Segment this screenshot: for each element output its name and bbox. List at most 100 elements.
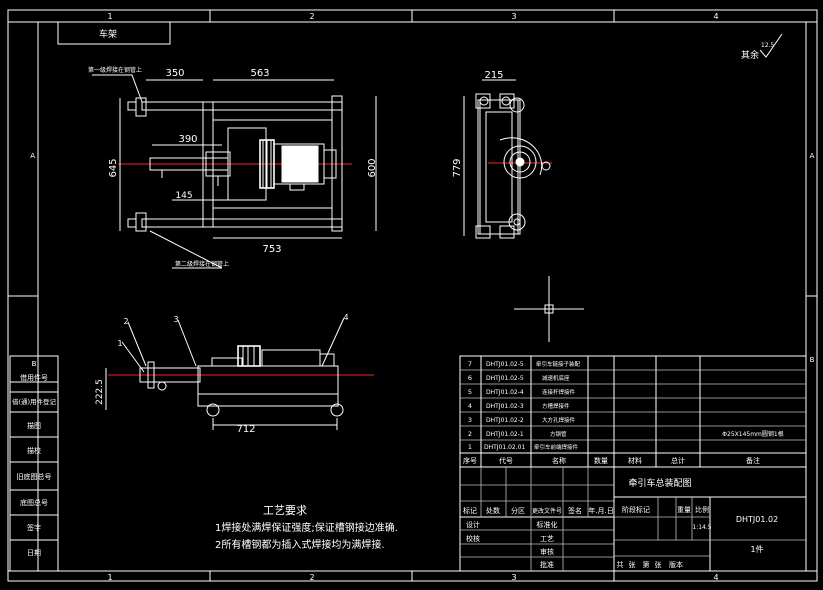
- balloon-4: 4: [343, 313, 348, 322]
- bom-header-total: 总计: [671, 456, 685, 465]
- requirement-line-2: 2所有槽钢都为插入式焊接均为满焊接.: [215, 538, 385, 551]
- col-number-4-bottom: 4: [713, 573, 718, 582]
- requirements-title: 工艺要求: [263, 504, 307, 517]
- panel-label-date: 日期: [27, 549, 41, 557]
- side-dim-215: 215: [484, 70, 503, 81]
- bom-header-material: 材料: [628, 456, 642, 465]
- bom-row-1-code: DHTJ01.02.01: [484, 444, 525, 451]
- sheet-label-sheet-1: 张: [629, 560, 636, 569]
- bottom-view: [105, 317, 374, 430]
- bom-row-1-name: 牵引车前端焊接件: [534, 443, 579, 451]
- balloon-2: 2: [123, 317, 128, 326]
- bom-row-6-no: 6: [468, 374, 472, 382]
- sign-label-design: 设计: [466, 520, 480, 529]
- title-tab-text: 车架: [99, 28, 117, 40]
- panel-label-old-base-no: 旧底图总号: [17, 472, 52, 481]
- bom-header-name: 名称: [552, 456, 566, 465]
- title-block-drawing-title: 牵引车总装配图: [628, 477, 691, 489]
- top-dim-350: 350: [165, 68, 184, 79]
- col-number-2-bottom: 2: [309, 573, 314, 582]
- col-number-4-top: 4: [713, 12, 718, 21]
- bom-row-2-name: 方钢管: [550, 430, 567, 438]
- col-number-1-top: 1: [107, 12, 112, 21]
- bottom-dim-222-5: 222.5: [95, 379, 105, 405]
- bom-row-6-code: DHTJ01.02-5: [486, 375, 524, 382]
- bom-row-5-name: 连接杆焊接件: [542, 388, 576, 396]
- balloon-1: 1: [117, 339, 122, 348]
- revision-label-change-doc: 更改文件号: [532, 507, 562, 515]
- row-letter-a-right: A: [810, 152, 815, 160]
- bom-header-qty: 数量: [594, 456, 608, 465]
- col-number-3-bottom: 3: [511, 573, 516, 582]
- sheet-label-version: 版本: [669, 560, 683, 569]
- sign-label-standard: 标准化: [537, 520, 558, 529]
- sign-label-check: 校核: [466, 534, 480, 543]
- panel-label-b: B: [32, 360, 37, 368]
- panel-label-trace-check: 描校: [27, 446, 41, 455]
- bom-row-4-code: DHTJ01.02-3: [486, 403, 524, 410]
- bom-row-2-note: Φ25X145mm圆钢1根: [722, 430, 783, 438]
- roughness-symbol: 其余 12.5: [741, 33, 783, 61]
- bom-row-3-code: DHTJ01.02-2: [486, 417, 524, 424]
- revision-label-zone: 分区: [511, 506, 525, 515]
- col-number-2-top: 2: [309, 12, 314, 21]
- bom-row-1-no: 1: [468, 443, 472, 451]
- bom-row-7-name: 牵引车链接子装配: [536, 360, 581, 368]
- top-note-first-weld: 第一级焊接在钢管上: [88, 66, 142, 74]
- sign-label-process: 工艺: [540, 535, 554, 543]
- sign-label-approve: 批准: [540, 560, 554, 569]
- bom-row-5-code: DHTJ01.02-4: [486, 389, 524, 396]
- revision-label-mark: 标记: [463, 506, 477, 515]
- top-dim-753: 753: [262, 244, 281, 255]
- bom-header-code: 代号: [499, 456, 513, 465]
- bom-row-5-no: 5: [468, 388, 472, 396]
- bom-row-3-no: 3: [468, 416, 472, 424]
- row-letter-a-left: A: [30, 152, 35, 160]
- side-dim-779: 779: [452, 158, 463, 177]
- panel-label-borrow-no: 借用件号: [20, 373, 48, 382]
- top-dim-563: 563: [250, 68, 269, 79]
- scale-value: 1:14.5: [692, 524, 711, 531]
- top-dim-645: 645: [108, 158, 119, 177]
- stage-label-weight: 重量: [677, 506, 691, 514]
- bom-row-2-no: 2: [468, 430, 472, 438]
- stage-label-scale: 比例: [695, 505, 709, 514]
- bom-row-4-no: 4: [468, 402, 472, 410]
- col-number-1-bottom: 1: [107, 573, 112, 582]
- balloon-3: 3: [173, 315, 178, 324]
- sheet-count: 1件: [750, 544, 763, 554]
- bom-row-7-code: DHTJ01.02-5: [486, 361, 524, 368]
- roughness-label: 其余: [741, 49, 759, 61]
- col-number-3-top: 3: [511, 12, 516, 21]
- side-view: [463, 79, 552, 239]
- top-dim-600: 600: [367, 158, 378, 177]
- drawing-frame: [7, 9, 818, 582]
- bom-header-no: 序号: [463, 456, 477, 465]
- title-block: [459, 466, 807, 572]
- sheet-label-total: 共: [617, 560, 624, 569]
- bom-row-3-name: 大方孔焊接件: [542, 416, 576, 424]
- bom-row-7-no: 7: [468, 360, 472, 368]
- sheet-label-no: 第: [643, 560, 650, 569]
- bottom-dim-712: 712: [236, 424, 255, 435]
- title-block-drawing-no: DHTJ01.02: [736, 515, 778, 524]
- sheet-label-sheet-2: 张: [655, 560, 662, 569]
- stage-label-mark: 阶段标记: [622, 505, 650, 514]
- panel-label-trace: 描图: [27, 421, 41, 430]
- sign-label-review: 审核: [540, 547, 554, 556]
- top-dim-145: 145: [175, 191, 192, 201]
- requirement-line-1: 1焊接处满焊保证强度;保证槽钢接边准确.: [215, 521, 398, 534]
- roughness-value: 12.5: [761, 42, 775, 49]
- panel-label-sign: 签字: [27, 523, 41, 532]
- row-letter-b-right: B: [810, 356, 815, 364]
- center-crosshair: [514, 276, 584, 342]
- top-view: [92, 74, 377, 269]
- bom-row-6-name: 减速机底座: [542, 374, 570, 382]
- panel-label-borrow-register: 借(通)用件登记: [12, 397, 57, 406]
- bom-row-4-name: 方槽焊接件: [542, 402, 570, 410]
- title-tab: 车架: [57, 21, 171, 45]
- revision-label-count: 处数: [486, 506, 500, 515]
- top-note-second-weld: 第二级焊接在钢管上: [175, 260, 229, 268]
- bom-row-2-code: DHTJ01.02-1: [486, 431, 524, 438]
